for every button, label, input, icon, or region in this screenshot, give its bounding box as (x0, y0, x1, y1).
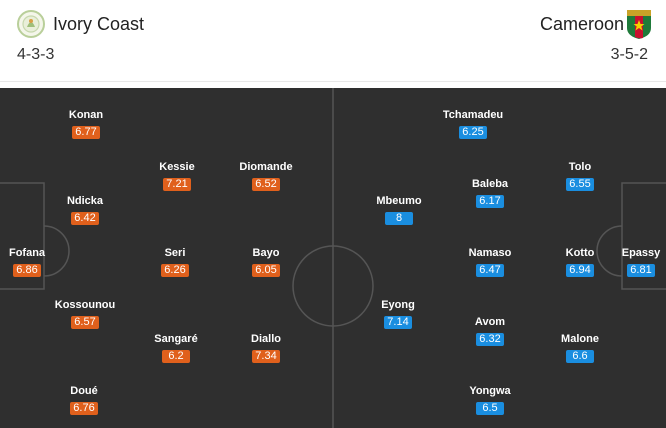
player-rating: 6.81 (627, 264, 655, 277)
match-header: Ivory Coast 4-3-3 Cameroon 3-5-2 (0, 0, 666, 82)
player-rating: 6.94 (566, 264, 594, 277)
home-player-sangare[interactable]: Sangaré 6.2 (141, 333, 211, 364)
away-formation: 3-5-2 (610, 46, 648, 63)
away-player-eyong[interactable]: Eyong 7.14 (363, 299, 433, 330)
player-name: Tchamadeu (442, 109, 504, 121)
home-player-kessie[interactable]: Kessie 7.21 (142, 161, 212, 192)
player-name: Kotto (565, 247, 595, 259)
ivory-coast-crest-icon (16, 8, 46, 40)
player-rating: 6.05 (252, 264, 280, 277)
player-name: Konan (68, 109, 104, 121)
home-player-seri[interactable]: Seri 6.26 (140, 247, 210, 278)
player-name: Epassy (621, 247, 661, 259)
player-name: Tolo (568, 161, 592, 173)
home-player-fofana[interactable]: Fofana 6.86 (0, 247, 62, 278)
player-rating: 6.86 (13, 264, 41, 277)
player-name: Kossounou (54, 299, 116, 311)
player-rating: 6.77 (72, 126, 100, 139)
player-rating: 6.5 (476, 402, 504, 415)
player-name: Ndicka (66, 195, 104, 207)
player-rating: 6.57 (71, 316, 99, 329)
away-player-namaso[interactable]: Namaso 6.47 (455, 247, 525, 278)
player-rating: 7.21 (163, 178, 191, 191)
away-player-malone[interactable]: Malone 6.6 (545, 333, 615, 364)
player-name: Diomande (239, 161, 293, 173)
player-rating: 6.26 (161, 264, 189, 277)
player-rating: 6.32 (476, 333, 504, 346)
player-name: Seri (164, 247, 186, 259)
player-name: Bayo (252, 247, 280, 259)
player-rating: 6.6 (566, 350, 594, 363)
cameroon-crest-icon (624, 8, 654, 40)
player-rating: 7.14 (384, 316, 412, 329)
away-player-yongwa[interactable]: Yongwa 6.5 (455, 385, 525, 416)
player-rating: 6.17 (476, 195, 504, 208)
away-player-kotto[interactable]: Kotto 6.94 (545, 247, 615, 278)
player-name: Kessie (159, 161, 195, 173)
home-player-diomande[interactable]: Diomande 6.52 (231, 161, 301, 192)
home-team-name[interactable]: Ivory Coast (53, 14, 145, 34)
player-name: Yongwa (469, 385, 511, 397)
home-player-kossounou[interactable]: Kossounou 6.57 (50, 299, 120, 330)
away-player-tolo[interactable]: Tolo 6.55 (545, 161, 615, 192)
player-rating: 6.52 (252, 178, 280, 191)
home-player-doue[interactable]: Doué 6.76 (49, 385, 119, 416)
player-name: Baleba (471, 178, 509, 190)
player-name: Eyong (381, 299, 415, 311)
player-rating: 6.2 (162, 350, 190, 363)
player-name: Mbeumo (376, 195, 422, 207)
player-rating: 7.34 (252, 350, 280, 363)
home-player-diallo[interactable]: Diallo 7.34 (231, 333, 301, 364)
player-rating: 8 (385, 212, 413, 225)
away-player-avom[interactable]: Avom 6.32 (455, 316, 525, 347)
pitch-markings (0, 88, 666, 428)
player-rating: 6.76 (70, 402, 98, 415)
home-formation: 4-3-3 (17, 46, 55, 63)
home-player-konan[interactable]: Konan 6.77 (51, 109, 121, 140)
away-player-baleba[interactable]: Baleba 6.17 (455, 178, 525, 209)
player-name: Malone (561, 333, 599, 345)
player-name: Doué (70, 385, 98, 397)
home-player-bayo[interactable]: Bayo 6.05 (231, 247, 301, 278)
player-rating: 6.25 (459, 126, 487, 139)
player-rating: 6.55 (566, 178, 594, 191)
home-player-ndicka[interactable]: Ndicka 6.42 (50, 195, 120, 226)
away-player-epassy[interactable]: Epassy 6.81 (606, 247, 666, 278)
away-player-mbeumo[interactable]: Mbeumo 8 (364, 195, 434, 226)
player-name: Sangaré (154, 333, 198, 345)
player-rating: 6.42 (71, 212, 99, 225)
player-name: Namaso (468, 247, 512, 259)
away-team-name[interactable]: Cameroon (539, 14, 624, 34)
player-name: Fofana (8, 247, 46, 259)
pitch: Konan 6.77 Kessie 7.21 Diomande 6.52 Ndi… (0, 88, 666, 428)
player-name: Diallo (251, 333, 281, 345)
player-rating: 6.47 (476, 264, 504, 277)
away-player-tchamadeu[interactable]: Tchamadeu 6.25 (438, 109, 508, 140)
player-name: Avom (474, 316, 506, 328)
